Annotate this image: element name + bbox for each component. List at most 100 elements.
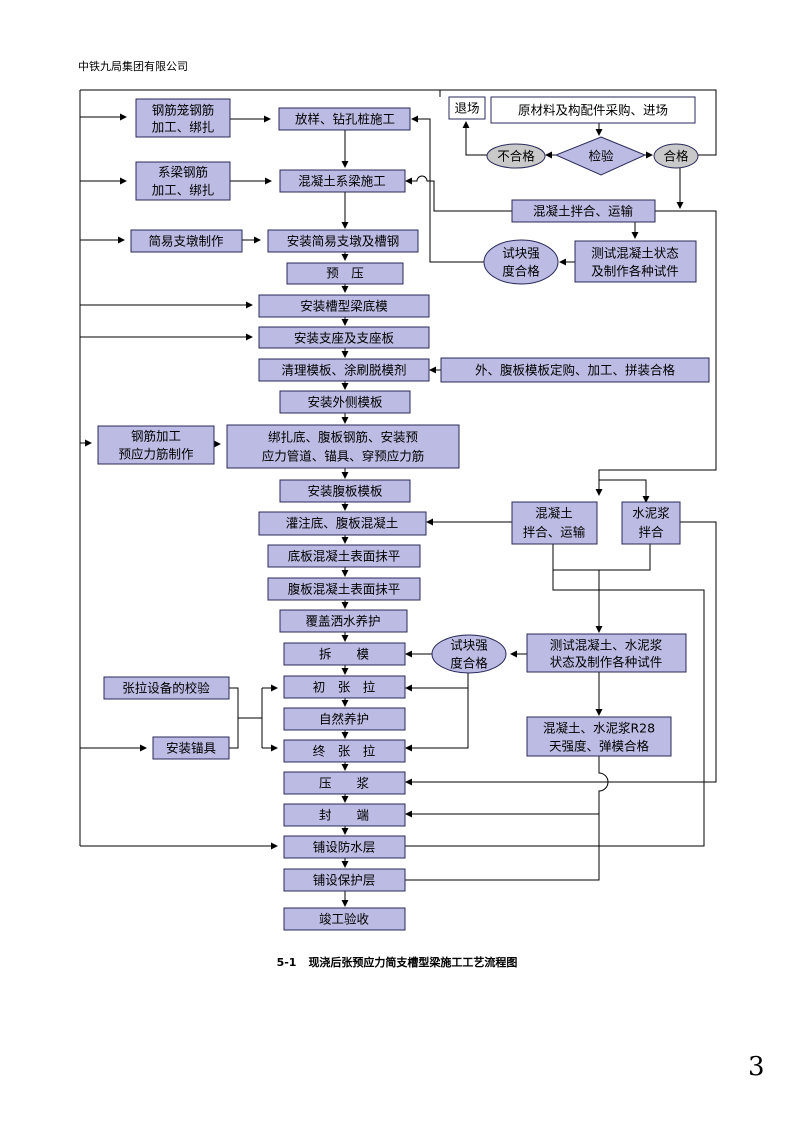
node-shikuai-a-line2: 度合格 [502, 264, 540, 279]
node-fubanmo [267, 577, 421, 601]
node-bangza [226, 424, 460, 469]
node-shuinijiang-line2: 拌合 [638, 525, 664, 540]
node-dimo-label: 安装槽型梁底模 [300, 299, 388, 314]
node-buhege [486, 143, 546, 169]
node-banhe [511, 199, 656, 223]
node-dimo [258, 294, 430, 318]
node-yuyingli [97, 425, 215, 465]
node-ziran-label: 自然养护 [319, 712, 369, 727]
node-caigou [490, 96, 696, 124]
connectors [79, 89, 717, 907]
node-zhidun [267, 229, 419, 253]
node-baohu [283, 868, 406, 892]
node-guanzhu-label: 灌注底、腹板混凝土 [286, 516, 399, 531]
node-jianyi-label: 简易支墩制作 [148, 234, 224, 249]
node-xiliang [279, 169, 406, 193]
left-inputs: 钢筋笼钢筋 加工、绑扎 系梁钢筋 加工、绑扎 简易支墩制作 钢筋加工 预应力筋制… [97, 98, 243, 760]
node-shikuai-a-line1: 试块强 [502, 246, 540, 261]
node-fangshui [283, 835, 406, 859]
node-jiaoyan-label: 张拉设备的校验 [122, 681, 210, 696]
node-xiliang-gangjin [135, 161, 231, 201]
node-zhongzhang-label: 终 张 拉 [313, 744, 376, 759]
node-jianyan [554, 136, 647, 176]
node-zhongzhang [283, 739, 406, 763]
node-jungong [283, 907, 406, 931]
node-qingli-label: 清理模板、涂刷脱模剂 [281, 363, 406, 378]
node-fugai [279, 609, 408, 633]
node-chaimo-label: 拆 模 [319, 647, 370, 662]
node-yuya-label: 预 压 [326, 266, 364, 281]
figure-number: 5-1 [276, 956, 297, 969]
node-maoju [152, 736, 230, 760]
node-ceshi-b [526, 633, 687, 673]
node-yuyingli-line2: 预应力筋制作 [118, 447, 194, 462]
node-jiaoyan [103, 676, 230, 700]
node-ceshi-a-line2: 及制作各种试件 [591, 264, 679, 279]
node-yuyingli-line1: 钢筋加工 [131, 429, 181, 444]
node-jianyan-label: 检验 [588, 149, 614, 164]
node-tuichang-label: 退场 [454, 101, 479, 116]
node-shikuai-b-line2: 度合格 [450, 656, 488, 671]
node-gangjinlong-line2: 加工、绑扎 [152, 120, 215, 135]
right-side: 退场 原材料及构配件采购、进场 检验 不合格 合格 混凝土拌合、运输 试块强 度… [431, 96, 710, 757]
node-waice-label: 安装外侧模板 [307, 395, 383, 410]
node-waice [279, 390, 411, 414]
node-xiliang-gangjin-line2: 加工、绑扎 [152, 183, 215, 198]
node-banhe-label: 混凝土拌合、运输 [533, 204, 634, 219]
node-shuinijiang-line1: 水泥浆 [632, 506, 670, 521]
node-yajiang [283, 771, 406, 795]
node-shuinijiang [621, 501, 681, 545]
node-jungong-label: 竣工验收 [319, 912, 370, 927]
node-r28-line1: 混凝土、水泥浆R28 [543, 721, 655, 736]
node-qingli [258, 358, 430, 382]
main-flow: 放样、钻孔桩施工 混凝土系梁施工 安装简易支墩及槽钢 预 压 安装槽型梁底模 安… [226, 107, 460, 931]
node-fengduan-label: 封 端 [319, 808, 369, 823]
node-waifu-label: 外、腹板模板定购、加工、拼装合格 [475, 363, 676, 378]
node-fubanmo-label: 腹板混凝土表面抹平 [288, 582, 401, 597]
node-r28 [526, 716, 672, 757]
node-shikuai-a [483, 239, 559, 285]
node-ziran [283, 707, 406, 731]
page-number: 3 [748, 1052, 765, 1082]
node-fengduan [283, 803, 406, 827]
node-dibanmo [267, 544, 421, 568]
node-r28-line2: 天强度、弹模合格 [549, 739, 650, 754]
node-tuichang [448, 96, 486, 120]
node-caigou-label: 原材料及构配件采购、进场 [518, 103, 668, 118]
node-fuban-label: 安装腹板模板 [307, 484, 383, 499]
node-dibanmo-label: 底板混凝土表面抹平 [288, 549, 401, 564]
node-ceshi-a [574, 240, 697, 283]
node-chaimo [283, 642, 406, 666]
node-chuzhang [283, 675, 406, 699]
node-zhizuo [258, 326, 430, 349]
node-fuban [279, 479, 411, 503]
node-shikuai-b [431, 634, 507, 674]
node-hunningtu-line1: 混凝土 [535, 506, 573, 521]
node-xiliang-gangjin-line1: 系梁钢筋 [158, 165, 208, 180]
node-chuzhang-label: 初 张 拉 [313, 680, 376, 695]
node-hunningtu [511, 501, 598, 545]
node-yajiang-label: 压 浆 [319, 776, 370, 791]
node-zhidun-label: 安装简易支墩及槽钢 [287, 234, 400, 249]
node-ceshi-b-line2: 状态及制作各种试件 [550, 655, 663, 670]
node-ceshi-b-line1: 测试混凝土、水泥浆 [550, 638, 663, 653]
node-ceshi-a-line1: 测试混凝土状态 [591, 246, 679, 261]
node-jianyi [130, 229, 243, 253]
node-gangjinlong-line1: 钢筋笼钢筋 [152, 103, 215, 118]
node-zhizuo-label: 安装支座及支座板 [294, 331, 395, 346]
company-header: 中铁九局集团有限公司 [78, 60, 188, 73]
node-yuya [286, 262, 404, 285]
node-fangyang [278, 107, 411, 131]
node-shikuai-b-line1: 试块强 [450, 638, 488, 653]
node-fugai-label: 覆盖洒水养护 [305, 614, 380, 629]
node-bangza-line2: 应力管道、锚具、穿预应力筋 [262, 449, 425, 464]
node-baohu-label: 铺设保护层 [313, 873, 376, 888]
node-hege-label: 合格 [663, 149, 689, 164]
node-waifu [440, 357, 710, 383]
node-bangza-line1: 绑扎底、腹板钢筋、安装预 [268, 430, 418, 445]
node-buhege-label: 不合格 [497, 149, 535, 164]
node-guanzhu [258, 511, 427, 536]
node-xiliang-label: 混凝土系梁施工 [298, 174, 386, 189]
